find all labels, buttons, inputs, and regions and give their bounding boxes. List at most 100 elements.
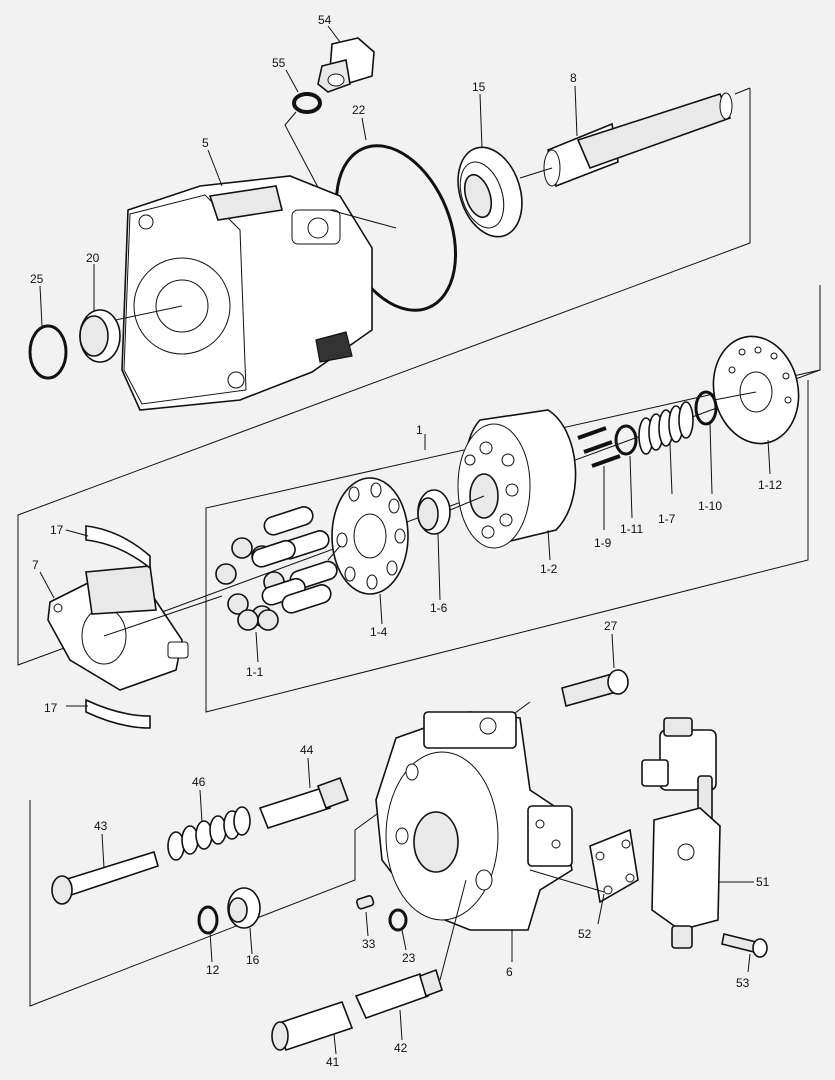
- leader-1-4: [379, 593, 383, 625]
- assembly-line-55: [284, 111, 331, 211]
- part-8-shaft: [543, 92, 733, 188]
- label-23: 23: [402, 951, 416, 965]
- part-1-6-bushing: [417, 489, 451, 535]
- part-17-shell-upper: [85, 525, 151, 570]
- upper-group-outline: [17, 88, 821, 666]
- part-46-spring: [167, 806, 251, 861]
- leader-27: [611, 633, 615, 669]
- rotary-group-outline: [205, 369, 821, 713]
- part-12-snapring: [197, 905, 219, 935]
- leader-1-11: [629, 455, 633, 519]
- leader-1-7: [669, 443, 673, 495]
- leader-42: [399, 1009, 403, 1041]
- leader-1-1: [255, 631, 259, 663]
- leader-1-10: [709, 423, 713, 495]
- part-44-plug: [258, 776, 350, 829]
- label-53: 53: [736, 976, 750, 990]
- label-1-11: 1-11: [620, 522, 643, 536]
- leader-25: [39, 285, 43, 327]
- label-52: 52: [578, 927, 592, 941]
- part-53-bolt: [721, 933, 768, 958]
- leader-52: [597, 893, 605, 925]
- label-1-6: 1-6: [430, 601, 448, 615]
- leader-12: [209, 931, 213, 963]
- label-1-12: 1-12: [758, 478, 782, 492]
- leader-1-12: [767, 439, 771, 475]
- leader-53: [747, 953, 751, 973]
- label-12: 12: [206, 963, 220, 977]
- upper-outline-edge: [734, 87, 751, 95]
- assembly-line-1-6: [449, 495, 485, 511]
- label-17b: 17: [44, 701, 58, 715]
- leader-17a: [65, 529, 89, 537]
- leader-55: [285, 69, 299, 93]
- part-33-pin: [355, 895, 375, 910]
- part-1-11-ring: [614, 424, 638, 456]
- leader-15: [479, 93, 483, 149]
- leader-8: [574, 85, 578, 137]
- part-41-sleeve: [271, 1000, 354, 1052]
- label-55: 55: [272, 56, 286, 70]
- leader-33: [365, 911, 369, 937]
- part-52-plate: [589, 828, 639, 904]
- part-6-end-cover: [375, 711, 573, 931]
- part-25-snapring: [28, 324, 68, 380]
- assembly-line-8: [519, 167, 553, 179]
- leader-54: [327, 25, 341, 43]
- part-1-10-ring: [694, 390, 718, 426]
- label-51: 51: [756, 875, 770, 889]
- label-1-1: 1-1: [246, 665, 264, 679]
- label-1-9: 1-9: [594, 536, 612, 550]
- part-43-piston-rod: [51, 850, 159, 905]
- label-22: 22: [352, 103, 366, 117]
- label-5: 5: [202, 136, 209, 150]
- leader-23: [401, 929, 407, 951]
- label-7: 7: [32, 558, 39, 572]
- label-27: 27: [604, 619, 618, 633]
- leader-44: [307, 757, 311, 789]
- label-16: 16: [246, 953, 260, 967]
- assembly-line-1-12: [713, 391, 757, 401]
- label-41: 41: [326, 1055, 340, 1069]
- part-20-bushing: [79, 309, 121, 363]
- part-1-1-pistons: [215, 506, 338, 631]
- label-1-10: 1-10: [698, 499, 722, 513]
- label-6: 6: [506, 965, 513, 979]
- part-17-shell-lower: [85, 698, 151, 729]
- part-5-housing: [121, 175, 373, 411]
- label-44: 44: [300, 743, 314, 757]
- assembly-line-1-1: [327, 545, 341, 561]
- part-15-bearing: [457, 146, 523, 238]
- label-1-4: 1-4: [370, 625, 388, 639]
- part-1-2-cylinder-block: [457, 409, 577, 549]
- leader-7: [39, 571, 55, 599]
- assembly-line-20: [105, 305, 183, 323]
- part-1-4-retainer-plate: [331, 477, 409, 595]
- part-1-7-spring: [638, 401, 694, 455]
- part-7-swashplate: [47, 565, 189, 691]
- part-55-oring: [292, 92, 322, 114]
- label-33: 33: [362, 937, 376, 951]
- part-27-bolt: [561, 669, 629, 707]
- label-54: 54: [318, 13, 332, 27]
- label-8: 8: [570, 71, 577, 85]
- label-20: 20: [86, 251, 100, 265]
- label-1-7: 1-7: [658, 512, 676, 526]
- label-43: 43: [94, 819, 108, 833]
- leader-46: [199, 789, 203, 823]
- label-42: 42: [394, 1041, 408, 1055]
- label-1-2: 1-2: [540, 562, 558, 576]
- leader-41: [333, 1033, 337, 1055]
- assembly-line-52: [529, 869, 605, 893]
- assembly-line-7: [103, 595, 223, 637]
- leader-5: [207, 149, 223, 187]
- part-16-bearing: [227, 887, 261, 929]
- leader-43: [101, 833, 105, 869]
- assembly-line-42: [439, 879, 467, 981]
- part-23-oring: [388, 908, 408, 932]
- leader-22: [361, 117, 367, 141]
- label-15: 15: [472, 80, 486, 94]
- leader-1-6: [437, 533, 441, 601]
- label-17a: 17: [50, 523, 64, 537]
